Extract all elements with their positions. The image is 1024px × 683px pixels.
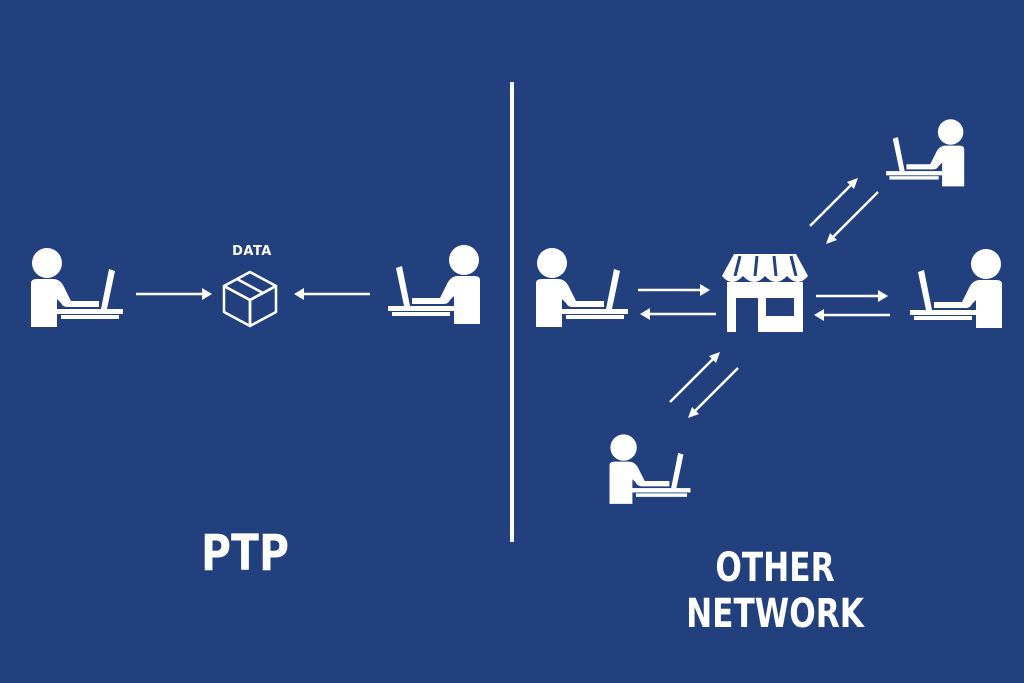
arrow-icon: [638, 284, 710, 296]
arrow-icon: [669, 352, 720, 403]
other-network-title: OTHER NETWORK: [686, 545, 864, 637]
person-at-laptop-icon: [910, 249, 1002, 328]
arrow-icon: [640, 308, 716, 320]
person-at-laptop-icon: [31, 248, 123, 327]
arrow-icon: [826, 191, 879, 244]
person-at-laptop-icon: [536, 248, 628, 327]
person-at-laptop-icon: [886, 119, 965, 187]
arrow-icon: [688, 367, 739, 418]
arrow-icon: [816, 290, 888, 302]
person-at-laptop-icon: [388, 245, 480, 324]
ptp-title: PTP: [200, 524, 290, 582]
package-box-icon: [222, 270, 278, 328]
data-box-label: DATA: [232, 244, 272, 259]
person-at-laptop-icon: [609, 434, 691, 504]
arrow-icon: [136, 288, 212, 300]
arrow-icon: [809, 178, 858, 227]
storefront-icon: [722, 254, 808, 332]
arrow-icon: [814, 309, 890, 321]
arrow-icon: [294, 288, 370, 300]
